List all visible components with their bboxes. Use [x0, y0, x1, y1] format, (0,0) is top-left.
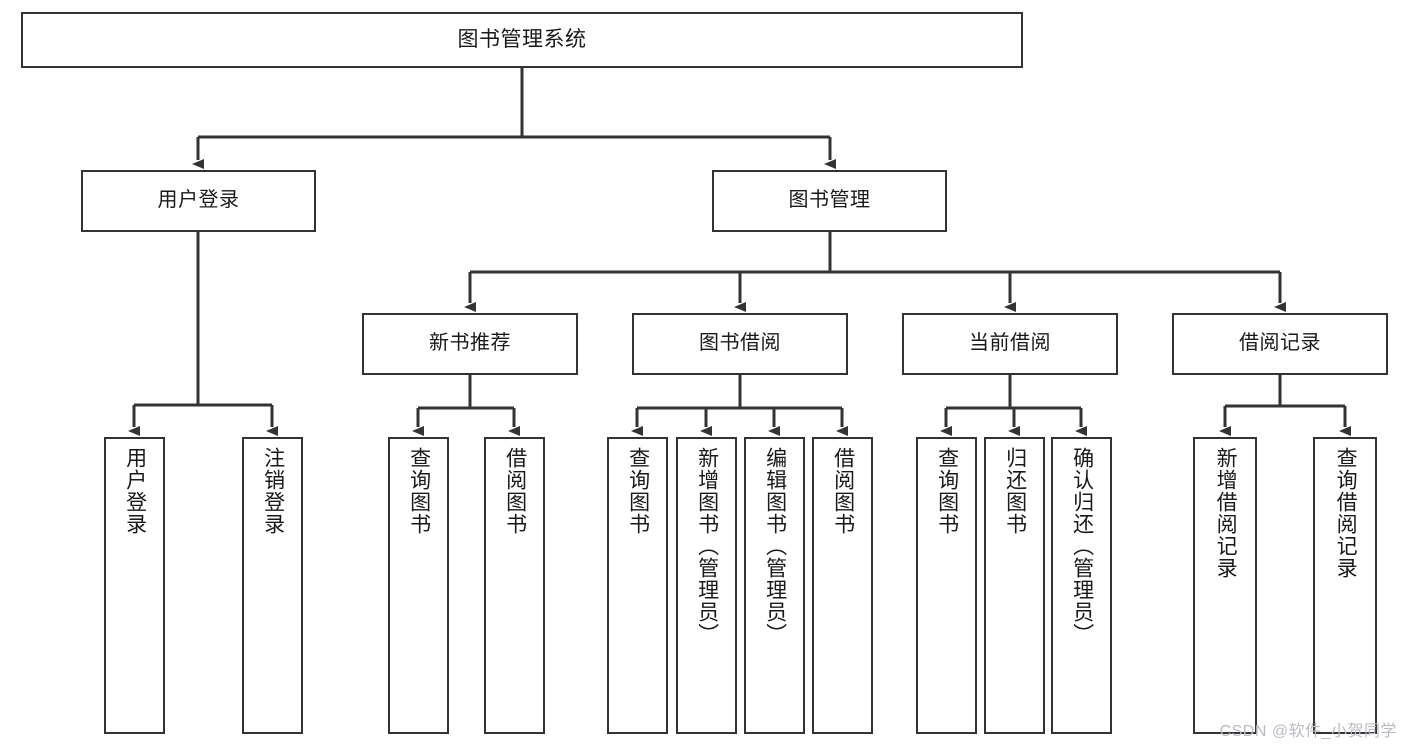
node-leaf-edit-book[interactable]: 编辑图书（管理员） [744, 437, 805, 734]
node-leaf-query-book-3-label: 查询图书 [935, 447, 959, 535]
node-borrow-record[interactable]: 借阅记录 [1172, 313, 1388, 375]
node-leaf-add-record-label: 新增借阅记录 [1214, 447, 1238, 579]
node-leaf-confirm-return[interactable]: 确认归还（管理员） [1051, 437, 1112, 734]
node-leaf-query-record-label: 查询借阅记录 [1334, 447, 1358, 579]
node-user-login-label: 用户登录 [157, 189, 240, 212]
node-leaf-borrow-book-2-label: 借阅图书 [831, 447, 855, 535]
node-leaf-edit-book-label: 编辑图书（管理员） [763, 447, 787, 645]
node-book-borrow[interactable]: 图书借阅 [632, 313, 848, 375]
node-book-manage-label: 图书管理 [788, 189, 871, 212]
node-borrow-record-label: 借阅记录 [1239, 332, 1321, 355]
node-leaf-return-book[interactable]: 归还图书 [984, 437, 1045, 734]
node-leaf-add-record[interactable]: 新增借阅记录 [1193, 437, 1257, 734]
node-leaf-logout[interactable]: 注销登录 [242, 437, 303, 734]
node-leaf-query-book-2-label: 查询图书 [626, 447, 650, 535]
node-leaf-query-book-1[interactable]: 查询图书 [388, 437, 449, 734]
node-new-book-recommend-label: 新书推荐 [429, 332, 511, 355]
node-new-book-recommend[interactable]: 新书推荐 [362, 313, 578, 375]
node-leaf-confirm-return-label: 确认归还（管理员） [1070, 447, 1094, 645]
node-leaf-query-book-2[interactable]: 查询图书 [607, 437, 668, 734]
node-book-manage[interactable]: 图书管理 [712, 170, 947, 232]
node-root[interactable]: 图书管理系统 [21, 12, 1023, 68]
node-leaf-query-book-3[interactable]: 查询图书 [916, 437, 977, 734]
node-leaf-query-record[interactable]: 查询借阅记录 [1313, 437, 1377, 734]
node-leaf-user-login-label: 用户登录 [123, 447, 147, 535]
node-leaf-add-book[interactable]: 新增图书（管理员） [676, 437, 737, 734]
node-leaf-add-book-label: 新增图书（管理员） [695, 447, 719, 645]
node-user-login[interactable]: 用户登录 [81, 170, 316, 232]
node-leaf-borrow-book-1[interactable]: 借阅图书 [484, 437, 545, 734]
node-leaf-borrow-book-1-label: 借阅图书 [503, 447, 527, 535]
node-leaf-query-book-1-label: 查询图书 [407, 447, 431, 535]
node-current-borrow-label: 当前借阅 [969, 332, 1051, 355]
node-leaf-borrow-book-2[interactable]: 借阅图书 [812, 437, 873, 734]
node-leaf-logout-label: 注销登录 [261, 447, 285, 535]
node-leaf-return-book-label: 归还图书 [1003, 447, 1027, 535]
node-current-borrow[interactable]: 当前借阅 [902, 313, 1118, 375]
node-root-label: 图书管理系统 [457, 27, 587, 51]
node-leaf-user-login[interactable]: 用户登录 [104, 437, 165, 734]
node-book-borrow-label: 图书借阅 [699, 332, 781, 355]
